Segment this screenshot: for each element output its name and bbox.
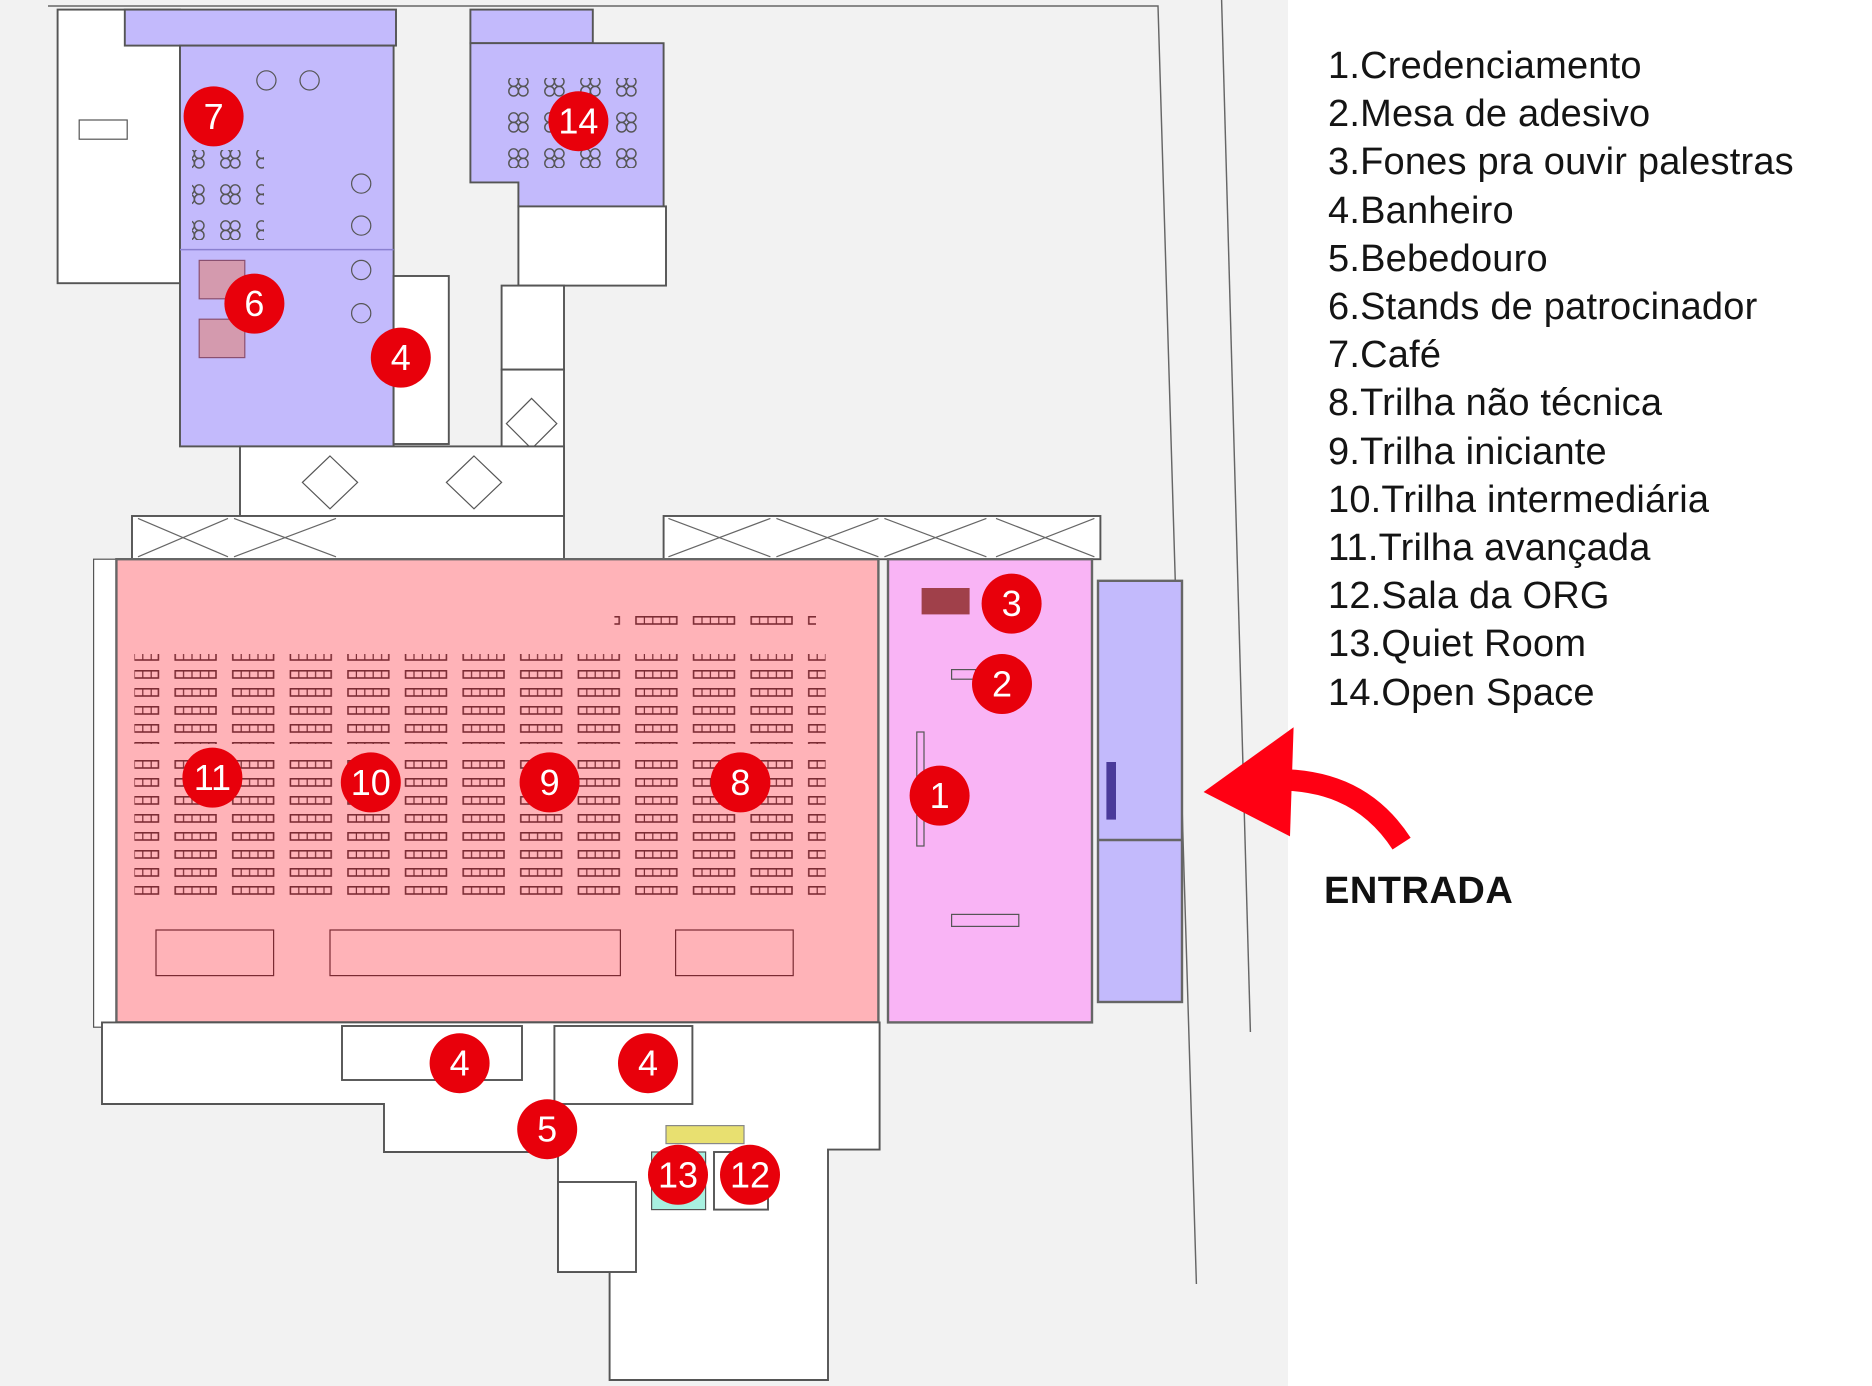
marker-14[interactable]: 14 [548, 91, 609, 152]
marker-8[interactable]: 8 [710, 752, 771, 813]
legend-item: 9.Trilha iniciante [1328, 430, 1607, 473]
legend-item: 6.Stands de patrocinador [1328, 286, 1758, 329]
svg-text:14: 14 [558, 101, 598, 142]
corridor [131, 445, 1102, 561]
marker-9[interactable]: 9 [519, 752, 580, 813]
marker-1[interactable]: 1 [909, 765, 970, 826]
legend-item: 2.Mesa de adesivo [1328, 93, 1651, 136]
marker-4-lower-left[interactable]: 4 [429, 1033, 490, 1094]
legend-item: 1.Credenciamento [1328, 45, 1642, 87]
svg-text:10: 10 [351, 762, 391, 803]
legend-item: 13.Quiet Room [1328, 623, 1587, 666]
svg-text:8: 8 [730, 762, 750, 803]
legend-item: 14.Open Space [1328, 671, 1595, 714]
marker-10[interactable]: 10 [340, 752, 401, 813]
marker-5[interactable]: 5 [517, 1099, 578, 1160]
svg-text:9: 9 [540, 762, 560, 803]
legend-item: 7.Café [1328, 334, 1442, 377]
marker-13[interactable]: 13 [648, 1144, 708, 1205]
legend-item: 11.Trilha avançada [1328, 527, 1651, 570]
entrance-label: ENTRADA [1324, 870, 1514, 912]
marker-2[interactable]: 2 [972, 654, 1032, 714]
svg-text:1: 1 [930, 775, 950, 816]
site-boundary [48, 0, 1252, 1285]
upper-right-wing [469, 8, 667, 517]
legend-item: 12.Sala da ORG [1328, 575, 1610, 618]
marker-12[interactable]: 12 [720, 1144, 780, 1205]
marker-3[interactable]: 3 [981, 573, 1042, 634]
marker-11[interactable]: 11 [182, 747, 243, 808]
legend-item: 3.Fones pra ouvir palestras [1328, 141, 1794, 184]
svg-text:5: 5 [537, 1109, 557, 1150]
svg-text:4: 4 [638, 1043, 658, 1084]
entrance-arrow-icon [1203, 727, 1411, 850]
svg-text:12: 12 [730, 1154, 770, 1195]
legend-item: 4.Banheiro [1328, 189, 1514, 232]
marker-6[interactable]: 6 [224, 273, 285, 334]
svg-text:4: 4 [391, 337, 411, 378]
marker-4-lower-right[interactable]: 4 [618, 1033, 678, 1094]
svg-text:13: 13 [658, 1154, 698, 1195]
registration-hall [886, 558, 1184, 1024]
marker-7[interactable]: 7 [183, 86, 244, 147]
legend-item: 5.Bebedouro [1328, 237, 1548, 280]
upper-left-wing [56, 8, 450, 448]
legend: 1.Credenciamento 2.Mesa de adesivo 3.Fon… [1328, 42, 1794, 717]
svg-text:2: 2 [992, 663, 1012, 704]
marker-4-upper[interactable]: 4 [370, 327, 431, 388]
svg-text:11: 11 [194, 757, 231, 798]
legend-item: 10.Trilha intermediária [1328, 478, 1710, 521]
svg-text:6: 6 [244, 283, 264, 324]
svg-text:4: 4 [450, 1043, 470, 1084]
svg-text:3: 3 [1002, 583, 1022, 624]
legend-item: 8.Trilha não técnica [1328, 382, 1663, 425]
svg-text:7: 7 [204, 96, 224, 137]
